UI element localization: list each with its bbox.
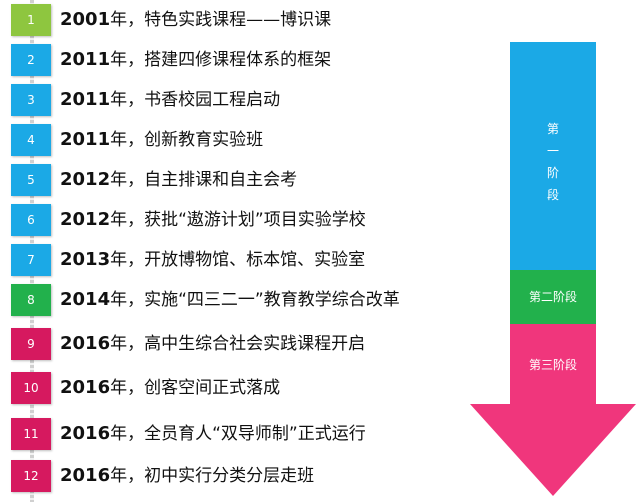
item-year: 2011 xyxy=(60,49,111,70)
stage-1-char-1: 第 xyxy=(546,122,559,136)
item-year-suffix: 年， xyxy=(110,10,145,30)
item-text: 实施“四三二一”教育教学综合改革 xyxy=(144,290,400,310)
item-label: 2012年，获批“遨游计划”项目实验学校 xyxy=(60,204,366,236)
item-label: 2011年，搭建四修课程体系的框架 xyxy=(60,44,331,76)
item-year: 2014 xyxy=(60,289,111,310)
item-label: 2016年，创客空间正式落成 xyxy=(60,372,280,404)
item-number-badge: 4 xyxy=(11,124,51,156)
item-year: 2012 xyxy=(60,169,111,190)
item-text: 自主排课和自主会考 xyxy=(144,170,298,190)
item-text: 获批“遨游计划”项目实验学校 xyxy=(144,210,366,230)
item-number-badge: 1 xyxy=(11,4,51,36)
item-number-badge: 5 xyxy=(11,164,51,196)
stage-1-char-2: 一 xyxy=(546,144,559,158)
item-year-suffix: 年， xyxy=(110,424,145,444)
item-number-badge: 11 xyxy=(11,418,51,450)
item-label: 2011年，书香校园工程启动 xyxy=(60,84,280,116)
item-text: 书香校园工程启动 xyxy=(144,90,281,110)
item-text: 创客空间正式落成 xyxy=(144,378,281,398)
stage-1-label: 第 一 阶 段 xyxy=(510,118,596,206)
item-label: 2013年，开放博物馆、标本馆、实验室 xyxy=(60,244,365,276)
item-text: 开放博物馆、标本馆、实验室 xyxy=(144,250,366,270)
item-year: 2016 xyxy=(60,465,111,486)
item-year-suffix: 年， xyxy=(110,90,145,110)
item-text: 初中实行分类分层走班 xyxy=(144,466,315,486)
item-year-suffix: 年， xyxy=(110,50,145,70)
item-number-badge: 2 xyxy=(11,44,51,76)
item-label: 2016年，初中实行分类分层走班 xyxy=(60,460,314,492)
item-label: 2001年，特色实践课程——博识课 xyxy=(60,4,331,36)
item-label: 2014年，实施“四三二一”教育教学综合改革 xyxy=(60,284,400,316)
stage-3-arrowhead xyxy=(470,324,636,496)
item-year-suffix: 年， xyxy=(110,210,145,230)
item-label: 2011年，创新教育实验班 xyxy=(60,124,263,156)
item-number-badge: 8 xyxy=(11,284,51,316)
item-year: 2001 xyxy=(60,9,111,30)
item-number-badge: 10 xyxy=(11,372,51,404)
stage-2-label: 第二阶段 xyxy=(528,290,577,304)
item-year: 2011 xyxy=(60,89,111,110)
item-text: 搭建四修课程体系的框架 xyxy=(144,50,332,70)
item-text: 全员育人“双导师制”正式运行 xyxy=(144,424,366,444)
item-year-suffix: 年， xyxy=(110,334,145,354)
stage-3-label: 第三阶段 xyxy=(528,358,577,372)
item-year: 2016 xyxy=(60,377,111,398)
item-label: 2016年，高中生综合社会实践课程开启 xyxy=(60,328,365,360)
item-year: 2012 xyxy=(60,209,111,230)
item-label: 2016年，全员育人“双导师制”正式运行 xyxy=(60,418,366,450)
item-text: 高中生综合社会实践课程开启 xyxy=(144,334,366,354)
item-year-suffix: 年， xyxy=(110,250,145,270)
item-label: 2012年，自主排课和自主会考 xyxy=(60,164,297,196)
item-year-suffix: 年， xyxy=(110,170,145,190)
item-year: 2016 xyxy=(60,423,111,444)
item-number-badge: 3 xyxy=(11,84,51,116)
item-year-suffix: 年， xyxy=(110,378,145,398)
item-year-suffix: 年， xyxy=(110,130,145,150)
item-number-badge: 9 xyxy=(11,328,51,360)
item-year: 2016 xyxy=(60,333,111,354)
item-year: 2011 xyxy=(60,129,111,150)
stage-1-char-3: 阶 xyxy=(546,166,559,180)
item-year-suffix: 年， xyxy=(110,466,145,486)
item-number-badge: 12 xyxy=(11,460,51,492)
item-year: 2013 xyxy=(60,249,111,270)
stage-1-char-4: 段 xyxy=(546,188,559,202)
item-year-suffix: 年， xyxy=(110,290,145,310)
item-text: 创新教育实验班 xyxy=(144,130,264,150)
item-number-badge: 7 xyxy=(11,244,51,276)
item-number-badge: 6 xyxy=(11,204,51,236)
item-text: 特色实践课程——博识课 xyxy=(144,10,332,30)
